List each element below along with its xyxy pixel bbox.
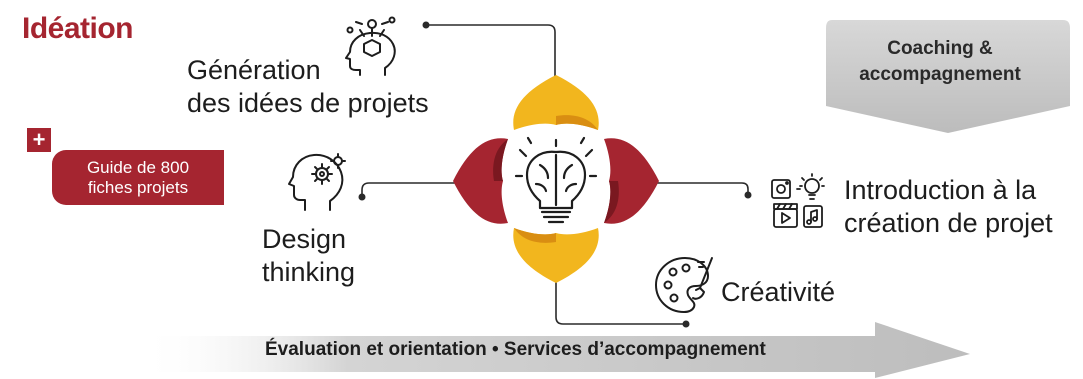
connector-left [361,182,460,196]
brain-bulb-icon [514,136,598,224]
node-introduction-label: Introduction à la création de projet [844,174,1053,240]
connector-right [652,182,749,194]
node-design-line-1: Design [262,224,347,254]
connector-lines [361,24,749,325]
connector-bottom [555,282,686,325]
connector-top [426,24,556,80]
connector-dot [682,320,690,328]
node-introduction-line-1: Introduction à la [844,175,1037,205]
guide-badge: Guide de 800 fiches projets [52,150,224,205]
center-shape-left [453,138,508,224]
node-generation-label: Génération des idées de projets [187,54,429,120]
center-shapes [453,75,659,283]
node-generation-line-2: des idées de projets [187,88,429,118]
guide-line-1: Guide de 800 [86,158,190,177]
coaching-line-1: Coaching & [887,38,993,59]
plus-badge: + [27,128,51,152]
connector-dots [358,21,752,328]
center-shape-right [604,138,659,224]
center-shape-top [513,75,599,130]
connector-dot [744,191,752,199]
head-gears-icon [288,153,346,211]
connector-dot [422,21,430,29]
node-design-line-2: thinking [262,257,356,287]
connector-dot [358,193,366,201]
head-ideas-icon [345,16,396,76]
page-title: Idéation [22,12,134,45]
coaching-banner [826,20,1070,133]
palette-icon [655,257,713,313]
center-shape-bottom [513,228,599,283]
node-generation-line-1: Génération [187,55,321,85]
node-introduction-line-2: création de projet [844,208,1053,238]
bottom-arrow-banner [140,322,970,378]
media-ideas-icon [771,173,825,228]
node-design-label: Design thinking [262,223,355,289]
guide-line-2: fiches projets [87,178,189,197]
coaching-line-2: accompagnement [859,64,1021,85]
bottom-banner-text: Évaluation et orientation • Services d’a… [265,339,766,360]
coaching-label: Coaching & accompagnement [820,36,1060,88]
node-creativite-label: Créativité [721,277,836,307]
